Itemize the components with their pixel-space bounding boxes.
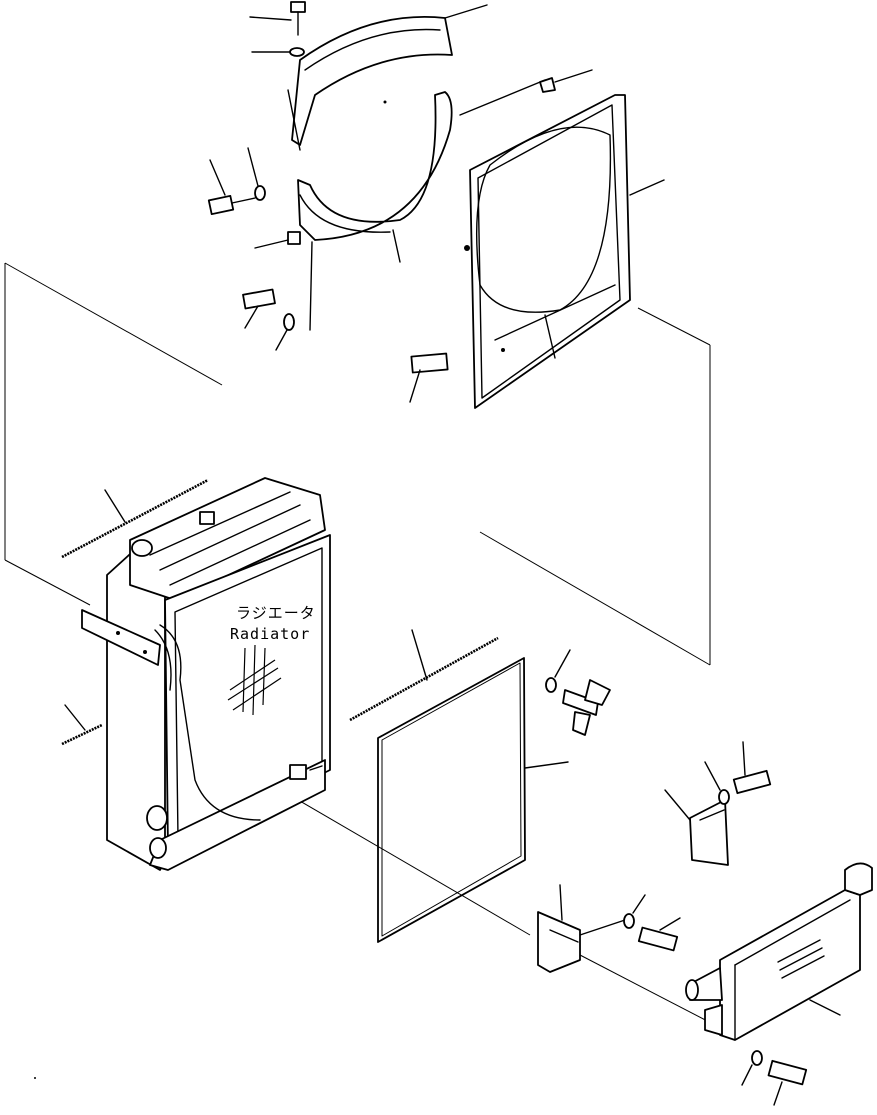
- middle-seal-strip: [349, 629, 499, 722]
- upper-bolt: [249, 1, 306, 36]
- side-seal-strip: [61, 704, 103, 746]
- radiator-label-jp: ラジエータ: [236, 604, 316, 622]
- radiator-bracket-plate: [81, 609, 161, 666]
- wing-bolt-washer: [545, 649, 571, 693]
- radiator-assembly: ラジエータ Radiator: [106, 477, 331, 871]
- right-bracket-bolt: [732, 741, 772, 795]
- shroud-bolt-left: [207, 159, 256, 216]
- core-hatch: [227, 644, 282, 716]
- gasket-frame: [377, 657, 569, 943]
- aftercooler-bolt: [767, 1059, 808, 1106]
- retaining-clip: [539, 69, 593, 93]
- top-seal-strip: [61, 478, 209, 559]
- fan-shroud-frame: [464, 94, 665, 409]
- lower-shroud-ring: [297, 79, 546, 263]
- lower-bracket-washer: [623, 894, 646, 929]
- wing-bolt: [562, 679, 611, 736]
- aftercooler-washer: [741, 1050, 763, 1086]
- upper-washer: [251, 47, 305, 57]
- shroud-clip-left: [254, 231, 313, 331]
- shroud-bolt-lower: [242, 288, 276, 329]
- upper-shroud-ring: [287, 4, 488, 151]
- radiator-label-en: Radiator: [230, 625, 310, 643]
- right-bracket-washer: [704, 761, 730, 805]
- shroud-washer-left: [247, 147, 266, 201]
- shroud-mounting-bolt: [409, 352, 449, 403]
- aftercooler: [685, 862, 873, 1041]
- lower-bracket: [537, 884, 626, 973]
- right-bracket: [664, 789, 729, 866]
- lower-bracket-bolt: [637, 917, 681, 952]
- shroud-washer-lower: [275, 313, 295, 351]
